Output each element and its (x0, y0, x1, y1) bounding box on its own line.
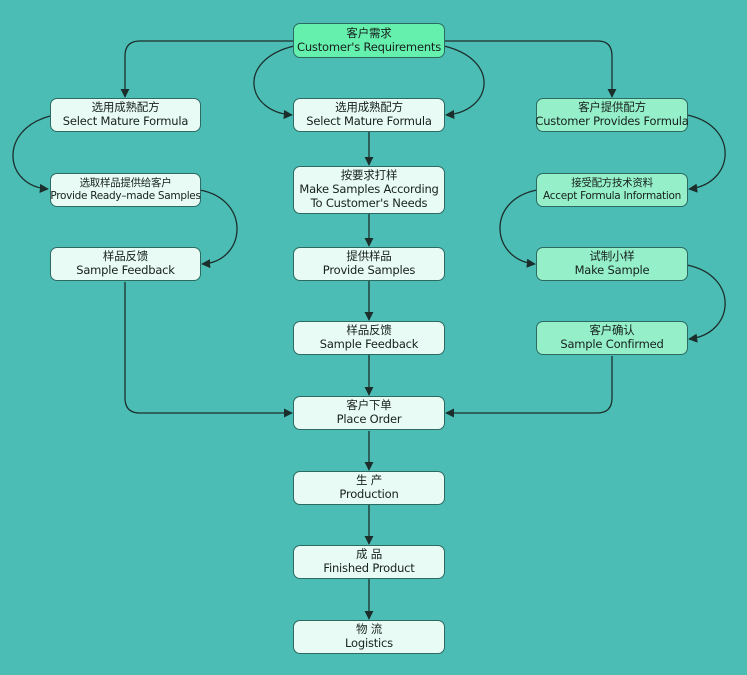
arrow-requirements-to-left-select (120, 40, 294, 98)
arrow-right-provides-to-accept (686, 114, 726, 193)
logistics-label-zh: 物 流 (355, 622, 383, 637)
logistics-node: 物 流 Logistics (293, 620, 445, 654)
right-provides-node: 客户提供配方 Customer Provides Formula (535, 98, 689, 132)
right-confirmed-label-en: Sample Confirmed (560, 337, 664, 351)
arrow-requirements-to-center-select-right (443, 45, 485, 119)
finished-product-label-zh: 成 品 (355, 547, 383, 562)
production-node: 生 产 Production (293, 471, 445, 505)
production-label-zh: 生 产 (355, 473, 383, 488)
left-select-label-en: Select Mature Formula (62, 114, 189, 128)
center-feedback-node: 样品反馈 Sample Feedback (293, 321, 445, 355)
center-provide-node: 提供样品 Provide Samples (293, 247, 445, 281)
center-provide-label-zh: 提供样品 (346, 249, 392, 264)
right-provides-label-en: Customer Provides Formula (535, 114, 689, 128)
center-provide-label-en: Provide Samples (322, 263, 416, 277)
left-select-label-zh: 选用成熟配方 (91, 100, 160, 115)
finished-product-node: 成 品 Finished Product (293, 545, 445, 579)
center-make-label-en-line1: Make Samples According (299, 182, 439, 197)
arrow-right-accept-to-make (499, 189, 538, 268)
left-feedback-label-zh: 样品反馈 (102, 249, 149, 264)
arrow-requirements-to-right-provides (444, 40, 617, 98)
center-select-label-zh: 选用成熟配方 (335, 100, 403, 115)
requirements-node: 客户需求 Customer's Requirements (293, 23, 445, 58)
requirements-label-zh: 客户需求 (346, 25, 392, 40)
logistics-label-en: Logistics (345, 636, 393, 650)
left-readymade-label-zh: 选取样品提供给客户 (79, 177, 172, 190)
arrow-requirements-to-center-select-left (253, 45, 295, 119)
right-confirmed-label-zh: 客户确认 (589, 323, 635, 338)
right-make-label-zh: 试制小样 (589, 249, 635, 264)
requirements-label-en: Customer's Requirements (296, 39, 442, 54)
right-accept-label-en: Accept Formula Information (543, 190, 681, 202)
right-accept-label-zh: 接受配方技术资料 (571, 177, 653, 190)
place-order-node: 客户下单 Place Order (293, 396, 445, 430)
finished-product-label-en: Finished Product (323, 561, 415, 575)
arrow-left-feedback-to-order (124, 282, 293, 418)
left-readymade-label-en: Provide Ready–made Samples (50, 190, 201, 202)
right-confirmed-node: 客户确认 Sample Confirmed (536, 321, 688, 355)
right-make-label-en: Make Sample (574, 263, 650, 277)
arrow-right-confirmed-to-order (445, 356, 613, 418)
left-readymade-node: 选取样品提供给客户 Provide Ready–made Samples (50, 173, 201, 207)
right-accept-node: 接受配方技术资料 Accept Formula Information (536, 173, 688, 207)
center-select-node: 选用成熟配方 Select Mature Formula (293, 98, 445, 132)
center-feedback-label-zh: 样品反馈 (346, 323, 392, 338)
arrow-readymade-to-left-feedback (199, 189, 238, 269)
production-label-en: Production (339, 487, 399, 501)
left-feedback-node: 样品反馈 Sample Feedback (50, 247, 201, 281)
right-provides-label-zh: 客户提供配方 (578, 100, 646, 115)
place-order-label-zh: 客户下单 (346, 398, 392, 413)
right-make-node: 试制小样 Make Sample (536, 247, 688, 281)
center-make-label-en-line2: To Customer's Needs (310, 195, 428, 210)
center-make-label-zh: 按要求打样 (340, 168, 398, 183)
center-make-node: 按要求打样 Make Samples According To Customer… (293, 166, 445, 214)
place-order-label-en: Place Order (336, 412, 402, 426)
arrow-left-select-to-readymade (12, 115, 51, 193)
center-select-label-en: Select Mature Formula (306, 114, 432, 128)
arrow-right-make-to-confirmed (686, 264, 726, 343)
center-feedback-label-en: Sample Feedback (319, 337, 419, 351)
left-select-node: 选用成熟配方 Select Mature Formula (50, 98, 201, 132)
left-feedback-label-en: Sample Feedback (76, 263, 175, 277)
